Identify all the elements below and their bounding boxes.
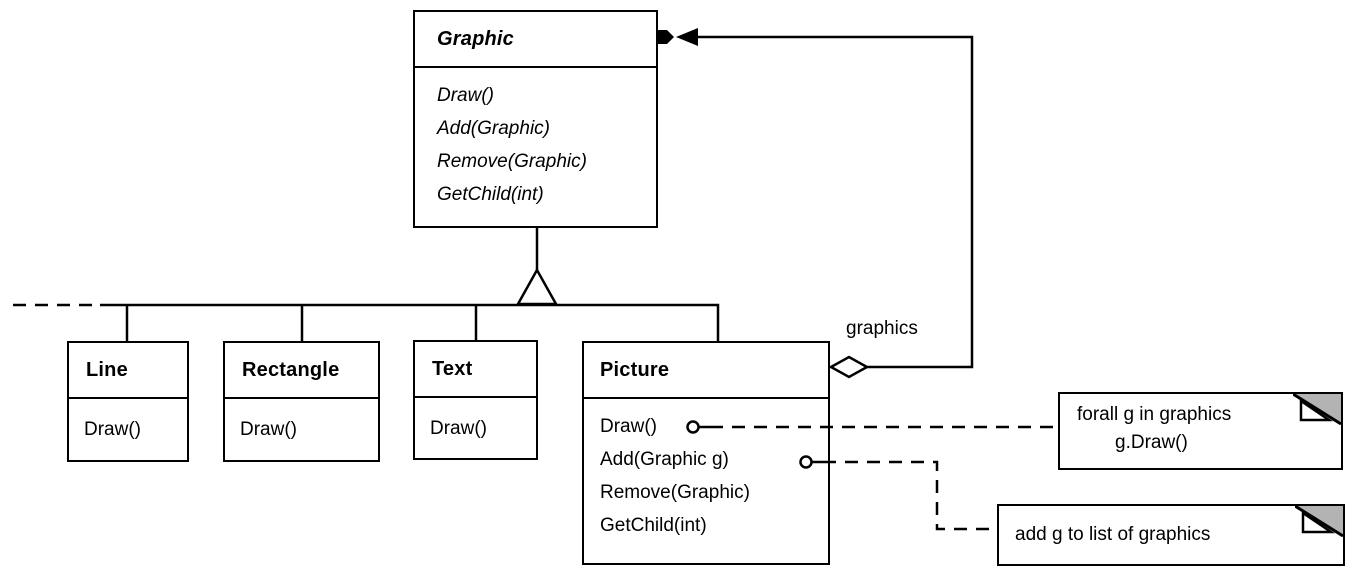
class-name-picture: Picture — [584, 343, 828, 399]
class-name-rectangle: Rectangle — [225, 343, 378, 399]
method-picture-draw: Draw() — [600, 416, 657, 437]
method-picture-getchild: GetChild(int) — [600, 515, 707, 536]
method-line-draw: Draw() — [84, 419, 141, 440]
class-methods-rectangle: Draw() — [225, 399, 378, 460]
note-draw-line1: forall g in graphics — [1077, 404, 1232, 425]
aggregation-diamond-icon — [828, 355, 870, 379]
note-add-text: add g to list of graphics — [1015, 524, 1211, 545]
aggregation-arrow-nub-icon — [658, 30, 674, 44]
aggregation-label-graphics: graphics — [846, 318, 918, 339]
method-picture-add: Add(Graphic g) — [600, 449, 729, 470]
method-graphic-remove: Remove(Graphic) — [437, 151, 587, 172]
note-add-implementation: add g to list of graphics — [997, 504, 1345, 566]
inheritance-horizontal-line — [100, 303, 720, 341]
class-name-line: Line — [69, 343, 187, 399]
class-box-line: Line Draw() — [67, 341, 189, 462]
class-box-graphic: Graphic Draw() Add(Graphic) Remove(Graph… — [413, 10, 658, 228]
method-graphic-draw: Draw() — [437, 85, 494, 106]
method-picture-remove: Remove(Graphic) — [600, 482, 750, 503]
note-dashed-line-add — [823, 460, 997, 531]
note-draw-implementation: forall g in graphics g.Draw() — [1058, 392, 1343, 470]
method-graphic-getchild: GetChild(int) — [437, 184, 544, 205]
method-text-draw: Draw() — [430, 418, 487, 439]
inheritance-triangle-icon — [515, 267, 559, 306]
note-draw-line2: g.Draw() — [1115, 432, 1188, 453]
class-methods-text: Draw() — [415, 398, 536, 459]
note-dogear-icon — [1293, 394, 1341, 426]
method-rectangle-draw: Draw() — [240, 419, 297, 440]
class-box-picture: Picture Draw() Add(Graphic g) Remove(Gra… — [582, 341, 830, 565]
method-graphic-add: Add(Graphic) — [437, 118, 550, 139]
class-name-graphic: Graphic — [415, 12, 656, 68]
note-dogear-icon — [1295, 506, 1343, 538]
aggregation-arrowhead-icon — [676, 28, 698, 46]
class-box-rectangle: Rectangle Draw() — [223, 341, 380, 462]
class-methods-graphic: Draw() Add(Graphic) Remove(Graphic) GetC… — [415, 68, 656, 211]
class-name-text: Text — [415, 342, 536, 398]
class-methods-line: Draw() — [69, 399, 187, 460]
class-methods-picture: Draw() Add(Graphic g) Remove(Graphic) Ge… — [584, 399, 828, 542]
aggregation-line — [697, 35, 974, 369]
class-box-text: Text Draw() — [413, 340, 538, 460]
